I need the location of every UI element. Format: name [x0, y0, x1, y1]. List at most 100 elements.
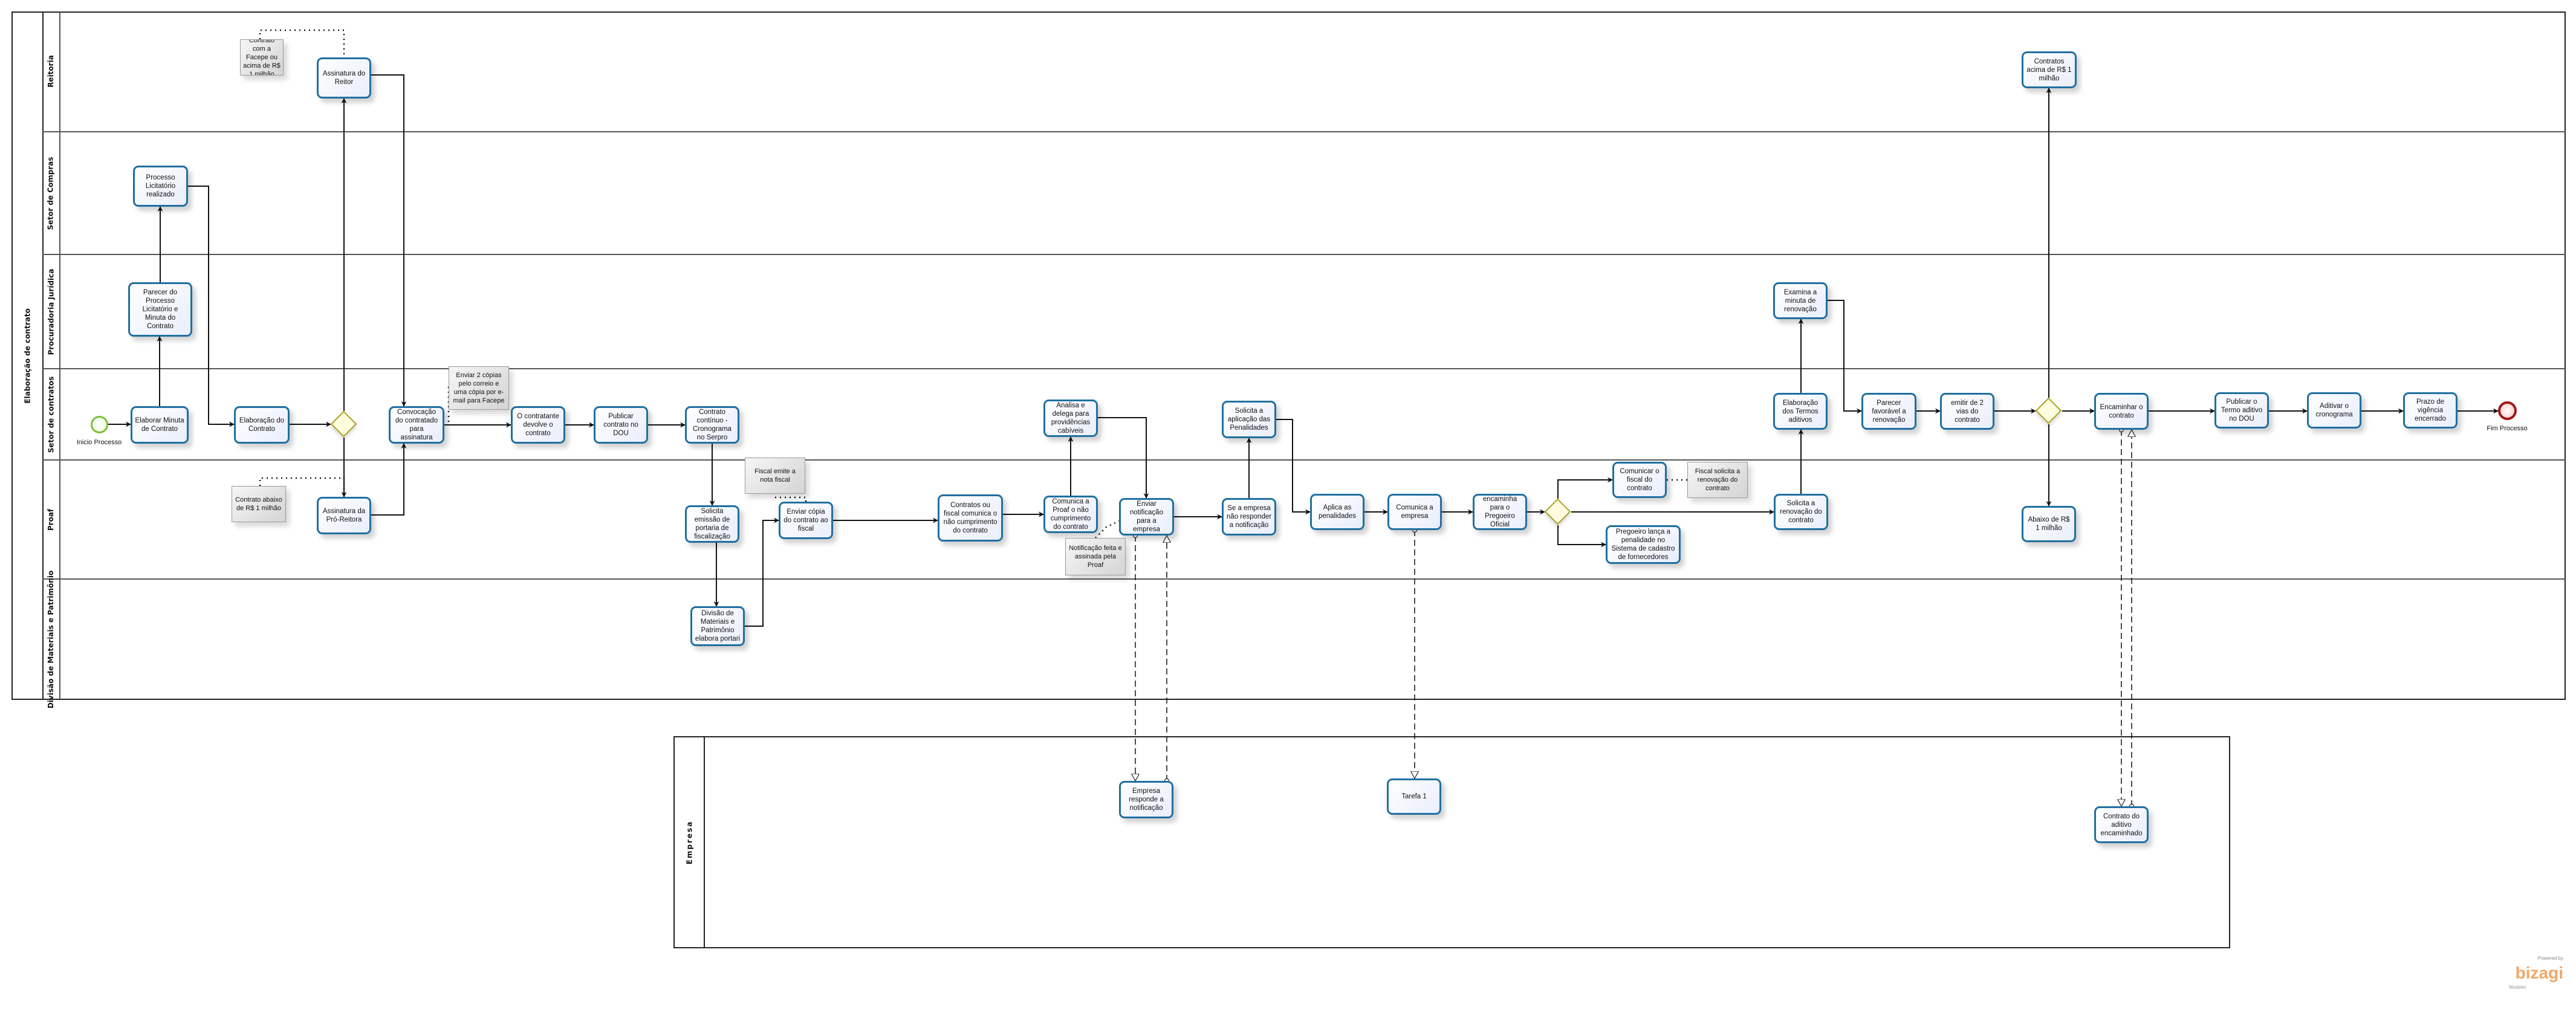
task-enviar-notif[interactable]: Enviar notificação para a empresa	[1119, 498, 1174, 536]
task-label: Comunica a empresa	[1396, 504, 1433, 520]
task-solicita-portaria[interactable]: Solicita emissão de portaria de fiscaliz…	[685, 505, 739, 543]
logo-brand: bizagi	[2515, 963, 2563, 982]
task-comunicar-fiscal[interactable]: Comunicar o fiscal do contrato	[1612, 462, 1667, 498]
task-label: Publicar o Termo aditivo no DOU	[2221, 398, 2263, 422]
annotation-text: Notificação feita e assinada pela Proaf	[1069, 545, 1122, 569]
sequence-flow	[188, 186, 235, 427]
task-prazo[interactable]: Prazo de vigência encerrado	[2403, 392, 2458, 429]
sequence-flow	[745, 517, 779, 627]
association	[775, 496, 807, 502]
lane-label: Procuradoria Jurídica	[42, 255, 60, 368]
task-comunica-emp[interactable]: Comunica a empresa	[1387, 494, 1442, 530]
task-emitir[interactable]: emitir de 2 vias do contrato	[1940, 393, 1994, 430]
task-label: Se a empresa não responder a notificação	[1226, 505, 1272, 529]
task-convoc[interactable]: Convocação do contratado para assinatura	[389, 406, 444, 444]
task-continuo[interactable]: Contrato contínuo - Cronograma no Serpro	[685, 406, 739, 444]
annotation-text: Contrato abaixo de R$ 1 milhão	[235, 496, 282, 512]
task-examina[interactable]: Examina a minuta de renovação	[1773, 282, 1828, 319]
task-pregoeiro[interactable]: Pregoeiro lança a penalidade no Sistema …	[1606, 525, 1681, 564]
task-label: Abaixo de R$ 1 milhão	[2028, 516, 2070, 532]
lane-compras: Setor de Compras	[42, 131, 2566, 254]
task-label: O contratante devolve o contrato	[517, 413, 559, 437]
lane-procuradoria: Procuradoria Jurídica	[42, 254, 2566, 368]
lane-label: Divisão de Materiais e Patrimônio	[42, 571, 60, 708]
start-event[interactable]	[91, 416, 108, 433]
task-devolve[interactable]: O contratante devolve o contrato	[511, 406, 565, 444]
task-publicar-termo[interactable]: Publicar o Termo aditivo no DOU	[2214, 392, 2269, 429]
logo-powered: Powered by	[2537, 956, 2563, 961]
task-label: Aditivar o cronograma	[2315, 403, 2353, 418]
sequence-flow	[1098, 417, 1149, 499]
task-label: Parecer favorável a renovação	[1872, 399, 1906, 424]
task-contratos-fiscal[interactable]: Contratos ou fiscal comunica o não cumpr…	[938, 494, 1003, 542]
annotation-text: Fiscal solicita a renovação do contrato	[1695, 468, 1741, 492]
task-label: emitir de 2 vias do contrato	[1951, 399, 1984, 424]
task-reitor[interactable]: Assinatura do Reitor	[317, 57, 371, 99]
task-label: Analisa e delega para providências cabív…	[1051, 402, 1091, 435]
task-label: Comunica a Proaf o não cumprimento do co…	[1050, 498, 1091, 531]
task-label: Comunicar o fiscal do contrato	[1620, 468, 1659, 492]
task-label: Convocação do contratado para assinatura	[395, 409, 438, 441]
task-label: Examina a minuta de renovação	[1783, 288, 1817, 313]
task-divisao[interactable]: Divisão de Materiais e Patrimônio elabor…	[690, 606, 745, 646]
lane-proaf: Proaf	[42, 459, 2566, 578]
task-aditivo-enc[interactable]: Contrato do aditivo encaminhado	[2094, 806, 2149, 843]
annotation-fiscal-renov: Fiscal solicita a renovação do contrato	[1687, 462, 1748, 498]
task-label: Divisão de Materiais e Patrimônio elabor…	[695, 610, 741, 642]
task-prorei[interactable]: Assinatura da Pró-Reitora	[317, 497, 371, 534]
task-aplica[interactable]: Aplica as penalidades	[1310, 494, 1364, 530]
task-label: Parecer do Processo Licitatório e Minuta…	[142, 289, 178, 330]
lane-label: Setor de Compras	[42, 132, 60, 254]
annotation-notif: Notificação feita e assinada pela Proaf	[1065, 538, 1126, 575]
task-label: Aplica as penalidades	[1318, 504, 1357, 520]
bizagi-logo: Powered by bizagi Modeler	[2509, 955, 2563, 991]
task-enviar-copia[interactable]: Enviar cópia do contrato ao fiscal	[779, 502, 833, 539]
task-label: Solicita emissão de portaria de fiscaliz…	[694, 508, 730, 540]
task-publicar[interactable]: Publicar contrato no DOU	[594, 406, 648, 444]
lane-reitoria: Reitoria	[42, 11, 2566, 131]
sequence-flow	[1828, 300, 1862, 414]
task-label: Enviar notificação para a empresa	[1130, 500, 1163, 533]
task-label: Elaborar Minuta de Contrato	[135, 417, 184, 433]
end-event[interactable]	[2498, 401, 2517, 420]
sequence-flow	[1557, 477, 1613, 499]
task-tarefa1[interactable]: Tarefa 1	[1387, 778, 1441, 815]
task-contratos-acima[interactable]: Contratos acima de R$ 1 milhão	[2022, 51, 2077, 88]
task-parecer[interactable]: Parecer do Processo Licitatório e Minuta…	[128, 282, 192, 337]
task-label: Prazo de vigência encerrado	[2415, 398, 2446, 422]
task-abaixo[interactable]: Abaixo de R$ 1 milhão	[2022, 506, 2076, 542]
task-empresa-resp[interactable]: Empresa responde a notificação	[1119, 781, 1173, 818]
task-label: Encaminhar o contrato	[2100, 403, 2143, 419]
task-encaminha-preg[interactable]: encaminha para o Pregoeiro Oficial	[1473, 494, 1527, 530]
sequence-flow	[371, 74, 407, 407]
task-encaminhar[interactable]: Encaminhar o contrato	[2094, 393, 2149, 430]
task-label: Elaboração do Contrato	[239, 417, 285, 433]
task-processo[interactable]: Processo Licitatório realizado	[133, 166, 188, 207]
task-solicita-pen[interactable]: Solicita a aplicação das Penalidades	[1222, 401, 1276, 438]
task-aditivar[interactable]: Aditivar o cronograma	[2307, 392, 2361, 429]
start-event-label: Inicio Processo	[76, 439, 122, 446]
task-label: Empresa responde a notificação	[1129, 788, 1164, 812]
lane-label: Setor de contratos	[42, 369, 60, 459]
task-label: Enviar cópia do contrato ao fiscal	[784, 508, 828, 532]
pool-empresa: Empresa	[673, 736, 2230, 948]
task-label: Elaboração dos Termos aditivos	[1782, 399, 1818, 424]
task-label: Contratos acima de R$ 1 milhão	[2026, 57, 2072, 82]
task-elab-contrato[interactable]: Elaboração do Contrato	[234, 406, 290, 444]
sequence-flow	[371, 443, 407, 516]
task-analisa[interactable]: Analisa e delega para providências cabív…	[1043, 400, 1098, 437]
association	[1095, 520, 1120, 539]
task-parecer-fav[interactable]: Parecer favorável a renovação	[1861, 393, 1916, 430]
task-label: Publicar contrato no DOU	[603, 413, 638, 437]
annotation-text: Contrato com a Facepe ou acima de R$ 1 m…	[243, 39, 281, 76]
task-label: Assinatura do Reitor	[322, 70, 366, 86]
task-label: Contrato contínuo - Cronograma no Serpro	[693, 409, 732, 441]
task-minuta[interactable]: Elaborar Minuta de Contrato	[131, 406, 189, 444]
task-comunica-proaf[interactable]: Comunica a Proaf o não cumprimento do co…	[1043, 496, 1098, 533]
logo-product: Modeler	[2509, 985, 2526, 990]
task-solicita-renov[interactable]: Solicita a renovação do contrato	[1774, 494, 1828, 530]
task-se-empresa[interactable]: Se a empresa não responder a notificação	[1222, 498, 1276, 536]
task-elab-termos[interactable]: Elaboração dos Termos aditivos	[1773, 393, 1828, 430]
task-label: Solicita a renovação do contrato	[1780, 500, 1822, 524]
